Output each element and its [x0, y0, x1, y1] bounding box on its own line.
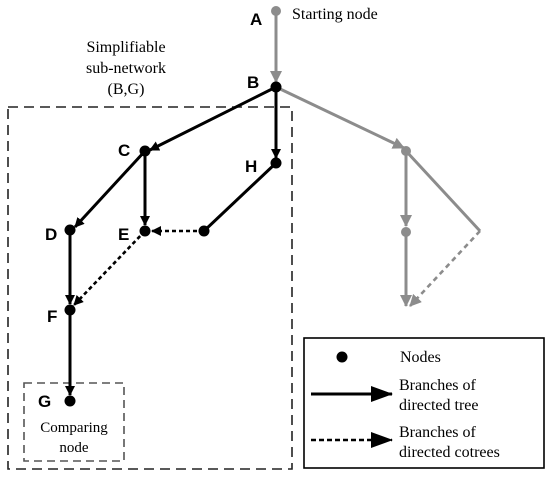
edge-gray1-gray3 — [404, 149, 482, 233]
subnetwork-label: Simplifiable sub-network (B,G) — [86, 39, 166, 98]
edge-gray3-gray4-cotree — [409, 230, 481, 307]
node-d — [64, 224, 76, 236]
node-label-e: E — [118, 225, 129, 244]
node-gray2 — [401, 227, 411, 237]
edge-c-d — [73, 149, 147, 229]
simplifiable-subnetwork-box — [7, 106, 293, 470]
comparing-node-line1: Comparing — [40, 420, 108, 436]
node-label-c: C — [118, 141, 130, 160]
node-label-h: H — [245, 157, 257, 176]
outside-branches — [270, 11, 482, 307]
legend-cotree-line1: Branches of — [399, 424, 477, 441]
subnetwork-label-line2: sub-network — [86, 60, 166, 77]
edge-b-gray1 — [275, 85, 405, 150]
edge-b-c — [149, 85, 277, 152]
comparing-node-label: Comparing node — [40, 420, 108, 456]
starting-node-label: Starting node — [292, 6, 378, 23]
edge-h-i — [202, 161, 278, 233]
node-h — [270, 157, 282, 169]
node-label-d: D — [45, 225, 57, 244]
tree-branches — [65, 85, 281, 396]
node-label-f: F — [47, 307, 57, 326]
node-labels: A B C H D E F G — [38, 10, 262, 411]
legend-tree-line1: Branches of — [399, 377, 477, 394]
node-c — [139, 145, 151, 157]
legend: Nodes Branches of directed tree Branches… — [303, 337, 545, 469]
node-gray1 — [401, 146, 411, 156]
comparing-node-line2: node — [59, 440, 89, 456]
edge-e-f-cotree — [73, 230, 146, 306]
legend-nodes-label: Nodes — [400, 349, 441, 366]
node-g — [64, 395, 76, 407]
legend-node-symbol — [336, 351, 348, 363]
legend-cotree-line2: directed cotrees — [399, 444, 500, 461]
nodes — [64, 6, 411, 407]
node-a — [271, 6, 281, 16]
subnetwork-label-line3: (B,G) — [108, 81, 145, 98]
node-i — [198, 225, 210, 237]
node-b — [270, 81, 282, 93]
node-e — [139, 225, 151, 237]
node-label-b: B — [247, 73, 259, 92]
legend-tree-line2: directed tree — [399, 397, 479, 414]
cotree-branches — [73, 226, 204, 306]
comparing-node-box — [23, 382, 125, 462]
node-label-g: G — [38, 392, 51, 411]
subnetwork-label-line1: Simplifiable — [86, 39, 165, 56]
node-f — [64, 304, 76, 316]
node-label-a: A — [250, 10, 262, 29]
